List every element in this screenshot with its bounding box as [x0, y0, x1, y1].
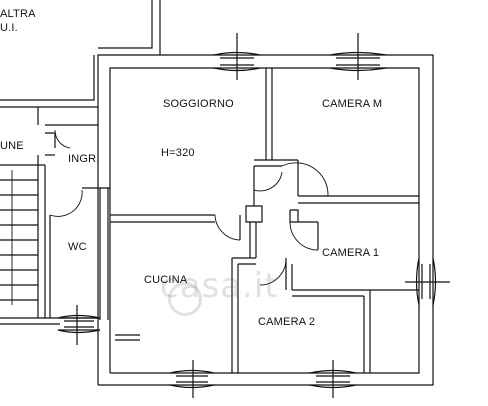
label-cucina: CUCINA — [144, 274, 188, 286]
label-camera-1: CAMERA 1 — [322, 247, 380, 259]
exterior-walls — [97, 54, 434, 386]
watermark-logo — [168, 282, 202, 316]
window-camera-2 — [309, 360, 357, 398]
label-ingresso: INGR. — [68, 153, 100, 165]
window-soggiorno — [213, 33, 261, 80]
label-altra: ALTRA — [0, 8, 36, 20]
window-cucina — [169, 360, 215, 398]
window-wc — [57, 305, 101, 345]
label-comune: UNE — [0, 140, 24, 152]
camera-2-walls — [231, 257, 419, 373]
wc-room — [49, 187, 110, 320]
watermark-text: casa.it — [160, 266, 279, 306]
central-wall — [245, 68, 419, 223]
label-wc: WC — [68, 241, 87, 253]
hallway — [249, 209, 319, 258]
entrance-door — [45, 124, 98, 156]
living-kitchen-wall — [110, 214, 241, 341]
label-camera-2: CAMERA 2 — [258, 316, 316, 328]
window-camera-m — [329, 33, 387, 80]
label-soggiorno: SOGGIORNO — [163, 98, 234, 110]
neighbour-boundary — [98, 0, 161, 55]
label-ui: U.I. — [0, 22, 18, 34]
common-area — [0, 55, 98, 325]
window-camera-1 — [405, 257, 450, 306]
label-camera-m: CAMERA M — [322, 98, 383, 110]
label-height: H=320 — [161, 147, 195, 159]
